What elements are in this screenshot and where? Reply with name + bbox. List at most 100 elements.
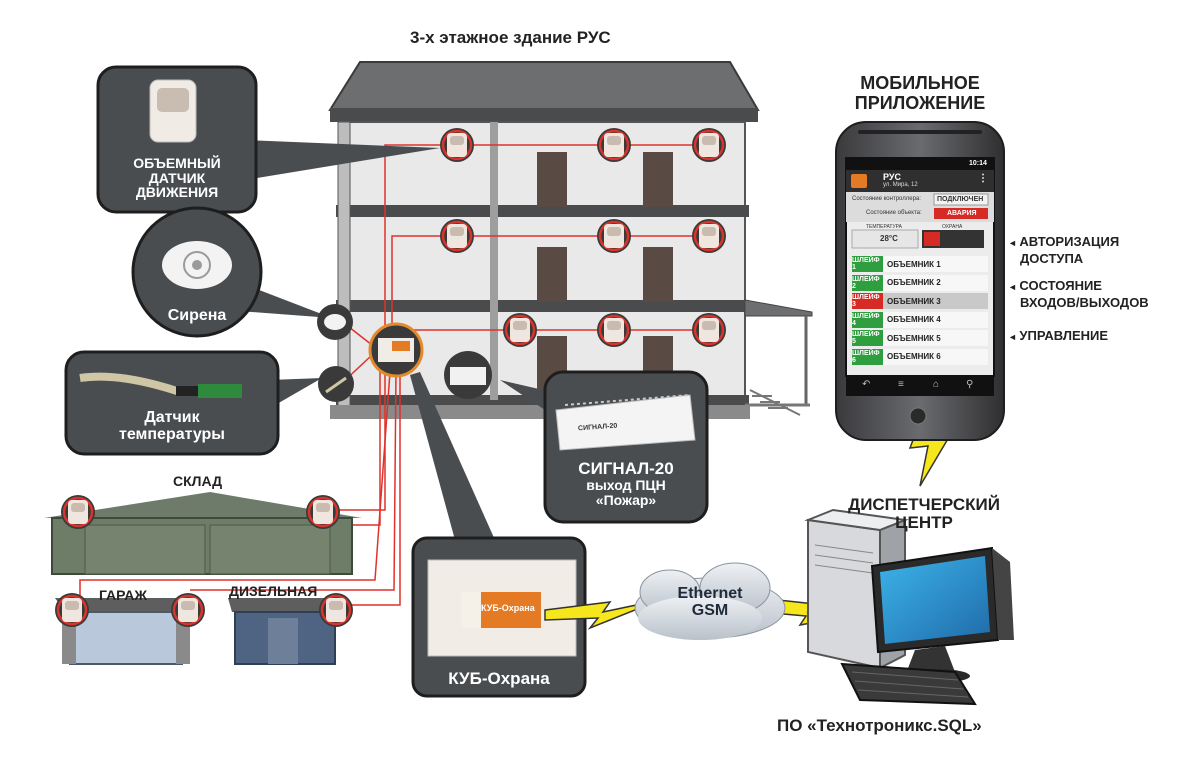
temperature-sensor-board bbox=[176, 386, 198, 396]
garage bbox=[53, 591, 207, 665]
door bbox=[537, 152, 567, 207]
zone-row[interactable]: ШЛЕЙФ 2 ОБЪЕМНИК 2 bbox=[852, 274, 988, 291]
zone-tag: ШЛЕЙФ 2 bbox=[852, 274, 883, 291]
control-note: ◄ УПРАВЛЕНИЕ bbox=[1008, 328, 1108, 345]
motion-detector bbox=[438, 126, 476, 164]
phone-clock: 10:14 bbox=[969, 160, 987, 167]
warehouse bbox=[44, 492, 362, 575]
door bbox=[643, 152, 673, 207]
motion-detector bbox=[690, 217, 728, 255]
nav-home-icon[interactable]: ⌂ bbox=[933, 379, 940, 390]
io-note: ◄ СОСТОЯНИЕ ВХОДОВ/ВЫХОДОВ bbox=[1008, 278, 1149, 312]
phone-address: ул. Мира, 12 bbox=[883, 182, 918, 188]
motion-detector bbox=[595, 311, 633, 349]
nav-menu-icon[interactable]: ≡ bbox=[898, 379, 904, 390]
motion-sensor-callout bbox=[96, 65, 440, 214]
guard-header: ОХРАНА bbox=[942, 224, 963, 230]
motion-detector bbox=[169, 591, 207, 629]
zone-name: ОБЪЕМНИК 6 bbox=[887, 352, 941, 361]
menu-icon[interactable]: ⋮ bbox=[978, 173, 988, 184]
porch-roof bbox=[744, 299, 813, 317]
motion-detector bbox=[53, 591, 91, 629]
garage-label: ГАРАЖ bbox=[99, 587, 148, 603]
auth-note: ◄ АВТОРИЗАЦИЯ ДОСТУПА bbox=[1008, 234, 1119, 268]
signal20-callout bbox=[500, 370, 709, 524]
zone-name: ОБЪЕМНИК 4 bbox=[887, 315, 941, 324]
kub-caption: КУБ-Охрана bbox=[448, 669, 550, 688]
temperature-header: ТЕМПЕРАТУРА bbox=[866, 224, 902, 230]
zone-tag: ШЛЕЙФ 6 bbox=[852, 348, 883, 365]
mobile-title-line1: МОБИЛЬНОЕ bbox=[860, 73, 980, 93]
motion-detector bbox=[59, 493, 97, 531]
kub-controller-in-building bbox=[368, 322, 424, 378]
motion-detector bbox=[501, 311, 539, 349]
zone-name: ОБЪЕМНИК 2 bbox=[887, 278, 941, 287]
motion-sensor-line2: ДАТЧИК bbox=[148, 169, 206, 186]
object-status-value: АВАРИЯ bbox=[947, 210, 977, 217]
motion-sensor-line1: ОБЪЕМНЫЙ bbox=[133, 155, 221, 171]
network-line1: Ethernet bbox=[677, 585, 743, 602]
temperature-sensor-label: Датчик температуры bbox=[66, 409, 278, 444]
control-line: УПРАВЛЕНИЕ bbox=[1019, 328, 1109, 343]
dispatch-computer bbox=[804, 508, 1014, 706]
object-status-label: Состояние объекта: bbox=[866, 210, 922, 216]
pc-tower bbox=[807, 518, 881, 670]
arrow-left-icon: ◄ bbox=[1008, 332, 1020, 342]
siren-label: Сирена bbox=[167, 307, 227, 324]
mobile-title-line2: ПРИЛОЖЕНИЕ bbox=[854, 92, 986, 113]
nav-search-icon[interactable]: ⚲ bbox=[966, 379, 974, 390]
controller-status-label: Состояние контроллера: bbox=[852, 196, 921, 202]
zone-row[interactable]: ШЛЕЙФ 6 ОБЪЕМНИК 6 bbox=[852, 348, 988, 365]
kub-device-label: КУБ-Охрана bbox=[481, 603, 535, 613]
temperature-sensor-line2: температуры bbox=[119, 425, 225, 443]
arrow-left-icon: ◄ bbox=[1008, 282, 1020, 292]
motion-detector bbox=[317, 591, 355, 629]
signal20-device bbox=[555, 394, 696, 451]
network-line2: GSM bbox=[691, 601, 729, 619]
auth-line2: ДОСТУПА bbox=[1020, 250, 1084, 266]
monitor-screen bbox=[880, 556, 990, 644]
io-line1: СОСТОЯНИЕ bbox=[1019, 278, 1102, 293]
door bbox=[537, 247, 567, 302]
arrow-left-icon: ◄ bbox=[1008, 238, 1020, 248]
motion-detector bbox=[595, 126, 633, 164]
signal20-line2: выход ПЦН bbox=[586, 476, 666, 493]
door bbox=[643, 247, 673, 302]
nav-back-icon[interactable]: ↶ bbox=[862, 379, 871, 390]
dispatch-line2: ЦЕНТР bbox=[895, 512, 953, 532]
zone-row[interactable]: ШЛЕЙФ 4 ОБЪЕМНИК 4 bbox=[852, 311, 988, 328]
signal20-line1: СИГНАЛ-20 bbox=[578, 459, 674, 478]
signal20-label: СИГНАЛ-20 выход ПЦН «Пожар» bbox=[545, 460, 707, 507]
zone-name: ОБЪЕМНИК 3 bbox=[887, 296, 941, 306]
software-label: ПО «Технотроникс.SQL» bbox=[777, 716, 982, 735]
motion-sensor-line3: ДВИЖЕНИЯ bbox=[135, 184, 219, 201]
zone-tag: ШЛЕЙФ 1 bbox=[852, 256, 883, 272]
kub-callout bbox=[410, 372, 587, 698]
temperature-sensor-cable bbox=[79, 372, 182, 396]
diesel-label: ДИЗЕЛЬНАЯ bbox=[229, 583, 318, 599]
io-line2: ВХОДОВ/ВЫХОДОВ bbox=[1020, 294, 1149, 310]
dispatch-label: ДИСПЕТЧЕРСКИЙ ЦЕНТР bbox=[808, 496, 1040, 532]
zone-tag: ШЛЕЙФ 5 bbox=[852, 330, 883, 346]
porch-stairs bbox=[749, 389, 801, 416]
network-label: Ethernet GSM bbox=[660, 585, 760, 620]
dispatch-line1: ДИСПЕТЧЕРСКИЙ bbox=[848, 495, 1000, 514]
motion-detector bbox=[304, 493, 342, 531]
motion-detector bbox=[690, 311, 728, 349]
motion-detector bbox=[595, 217, 633, 255]
signal20-line3: «Пожар» bbox=[595, 491, 657, 508]
phone-app-name: РУС bbox=[883, 172, 901, 182]
network-cloud bbox=[634, 562, 786, 640]
zone-tag: ШЛЕЙФ 4 bbox=[852, 311, 883, 328]
motion-detector bbox=[438, 217, 476, 255]
building-title: 3-х этажное здание РУС bbox=[410, 28, 611, 47]
motion-detector bbox=[690, 126, 728, 164]
signal20-in-building bbox=[444, 351, 492, 399]
motion-sensor-label: ОБЪЕМНЫЙ ДАТЧИК ДВИЖЕНИЯ bbox=[108, 156, 246, 200]
temperature-value: 28°C bbox=[880, 234, 898, 243]
building-roof bbox=[328, 61, 760, 111]
controller-status-value: ПОДКЛЮЧЕН bbox=[937, 196, 984, 203]
